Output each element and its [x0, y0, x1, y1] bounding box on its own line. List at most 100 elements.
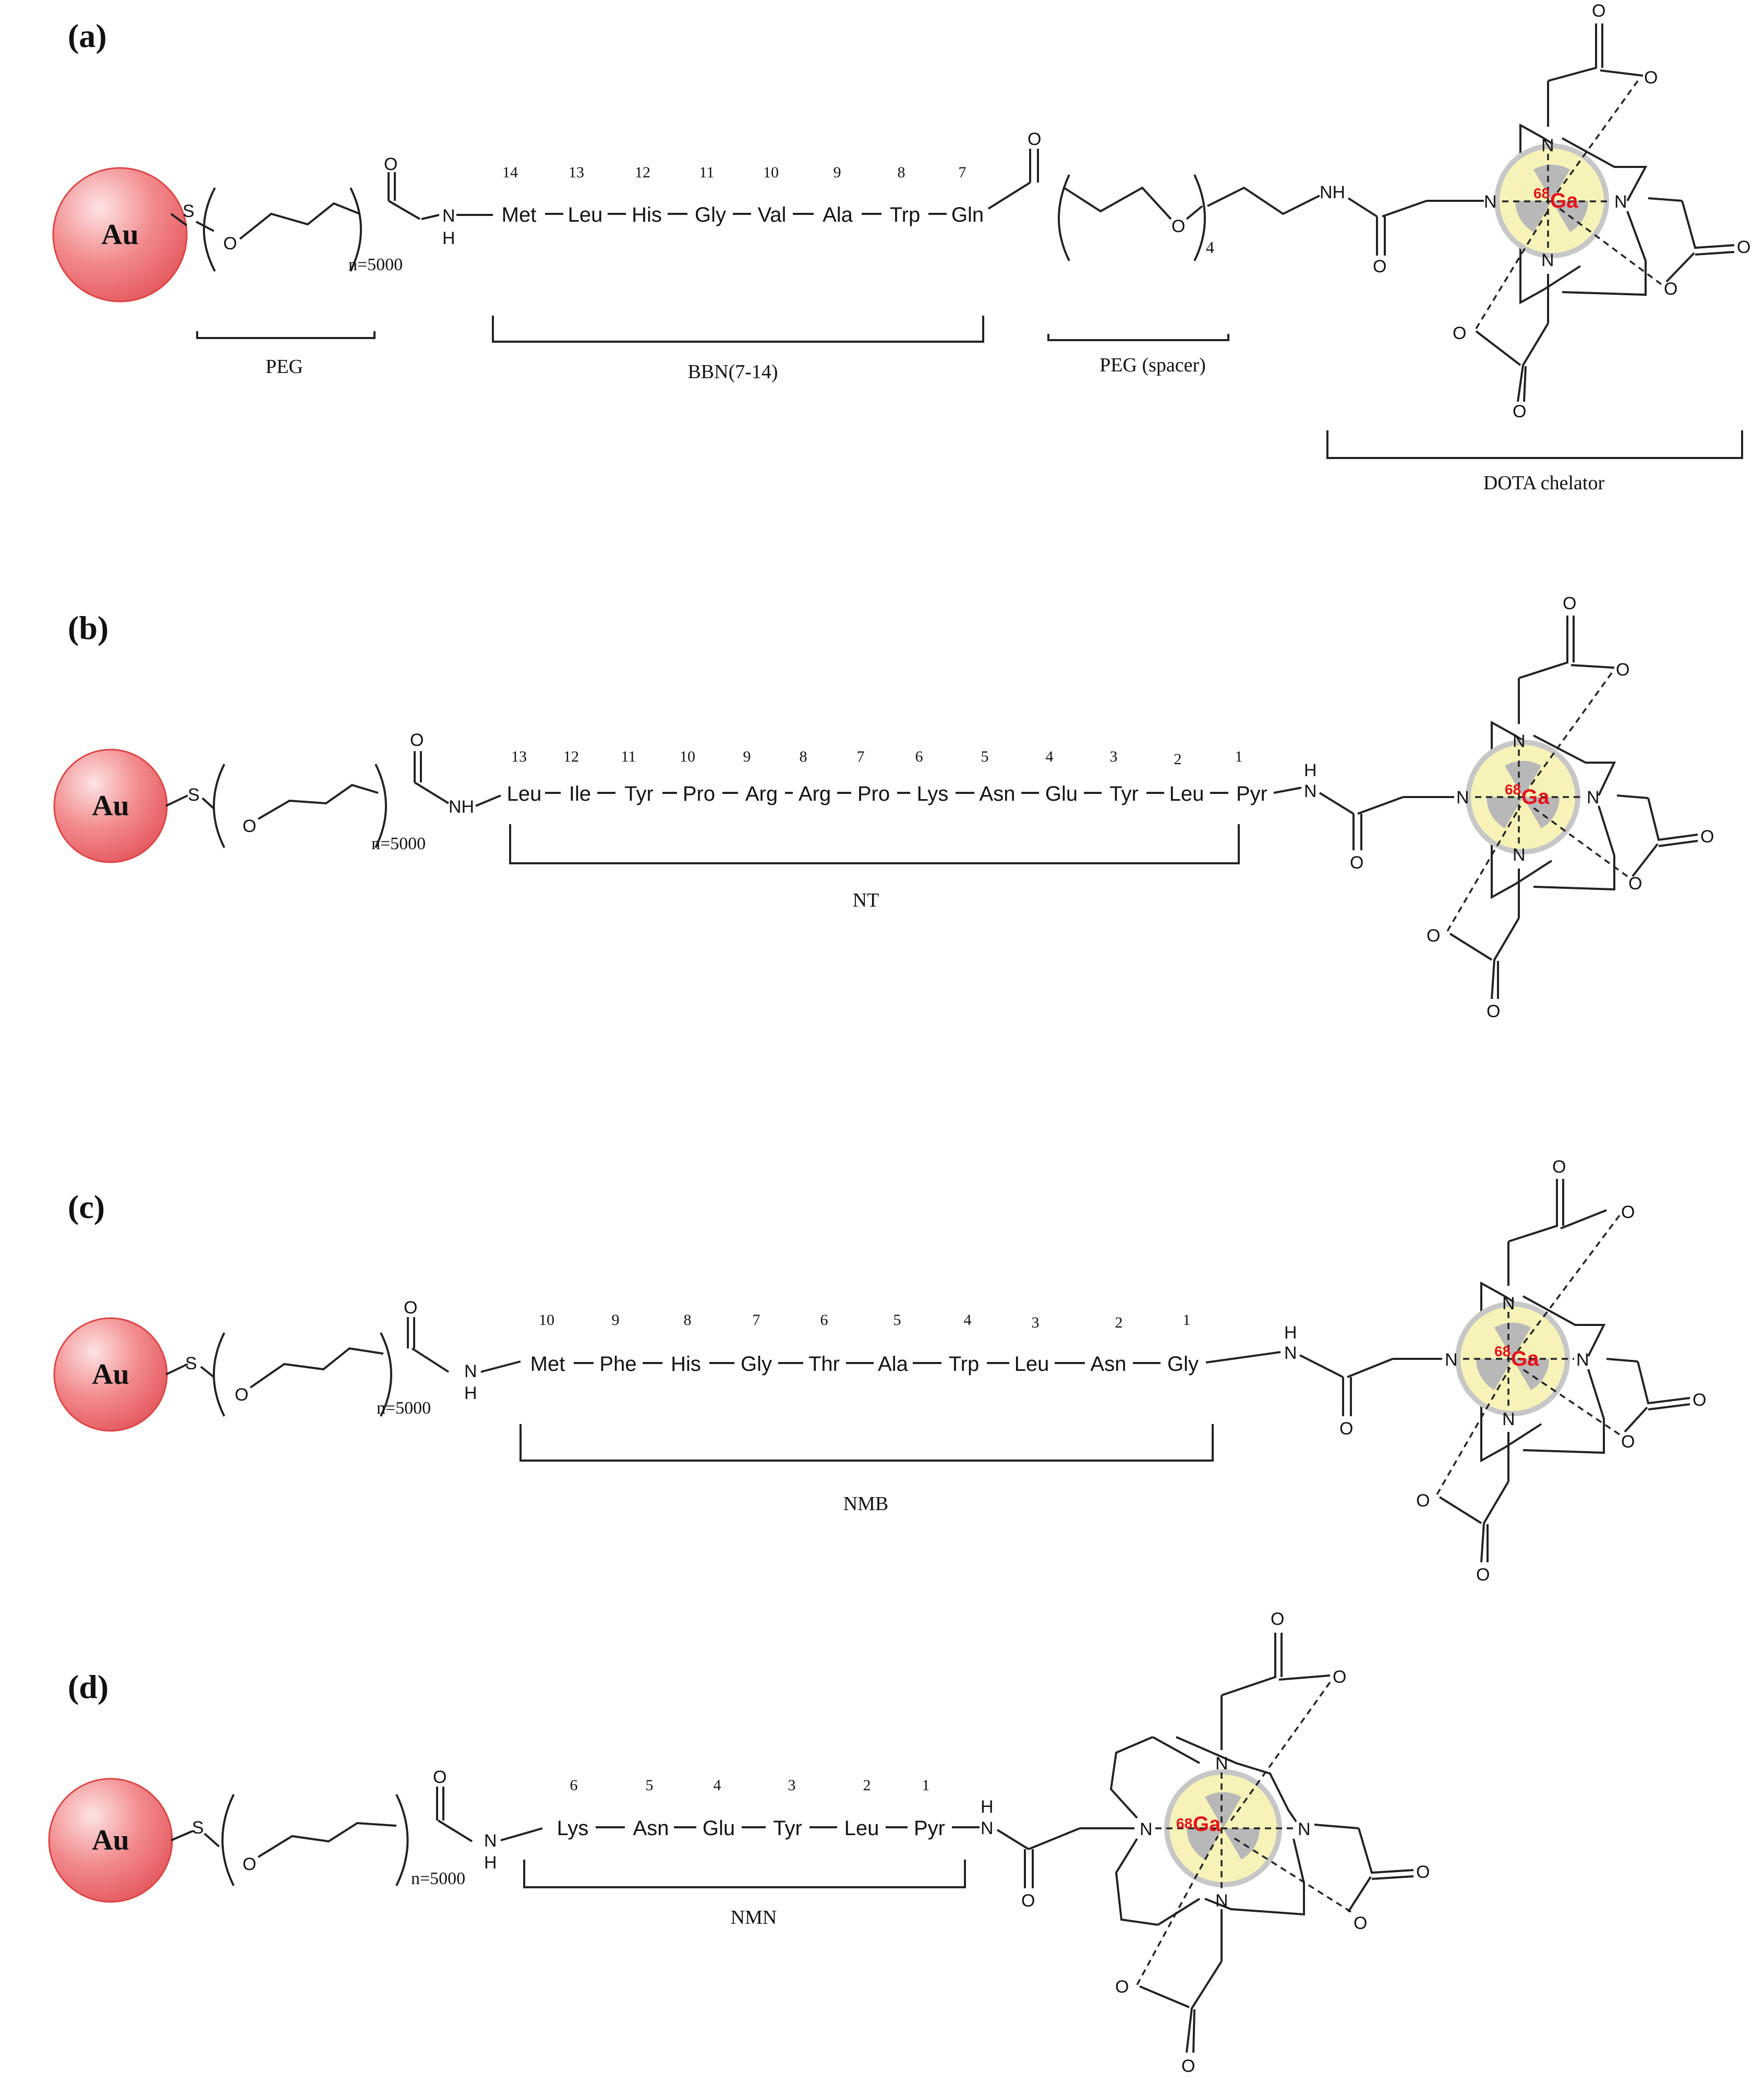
bracket-nmn: NMN	[523, 1860, 966, 1928]
residue: Ile	[569, 782, 591, 805]
amide-n: N	[464, 1361, 477, 1381]
amide-n: N	[442, 206, 455, 226]
carbonyl-oxygen: O	[404, 1298, 417, 1318]
amide-h: H	[1304, 761, 1317, 780]
residue-number: 10	[539, 1311, 554, 1329]
acid-oxygen: O	[1487, 1002, 1500, 1021]
amide-oxygen: O	[1350, 853, 1363, 873]
peg-spacer: O O 4 NH O	[987, 129, 1484, 276]
residue-number: 6	[820, 1311, 828, 1329]
residue-number: 4	[1046, 748, 1054, 765]
residue-number: 4	[714, 1777, 721, 1794]
residue: Tyr	[773, 1817, 802, 1840]
residue: Tyr	[624, 782, 654, 805]
residue-number: 13	[569, 164, 584, 181]
panel-c-label: (c)	[68, 1188, 105, 1225]
residue-number: 12	[635, 164, 650, 181]
residue: Thr	[808, 1353, 840, 1376]
dota-chelator: O O O O O O N N N N 68	[1427, 594, 1714, 1021]
peg-chain: S O n=5000 O N H	[171, 1767, 543, 1888]
peg-chain: S O n=5000 O NH	[165, 730, 501, 853]
residue-number: 4	[964, 1311, 972, 1329]
bracket-nmb: NMB	[519, 1424, 1214, 1515]
acid-oxygen: O	[1354, 1913, 1367, 1933]
nitrogen: N	[1513, 731, 1526, 751]
bracket-peg: PEG	[196, 331, 376, 378]
residue-number: 1	[922, 1777, 930, 1794]
residue: Ala	[878, 1353, 909, 1376]
residue: Trp	[890, 203, 921, 226]
residue-number: 9	[833, 164, 841, 181]
acid-oxygen: O	[1700, 827, 1714, 847]
residue: Trp	[949, 1353, 980, 1376]
radiation-trefoil	[1487, 761, 1560, 828]
amide-h: H	[981, 1797, 994, 1817]
linker: N H O	[1205, 1323, 1442, 1439]
residue: Phe	[599, 1353, 636, 1376]
residue: Asn	[980, 782, 1016, 805]
acid-oxygen: O	[1616, 660, 1629, 680]
acid-oxygen: O	[1621, 1432, 1635, 1452]
nitrogen: N	[1140, 1819, 1153, 1839]
residue: Glu	[703, 1817, 735, 1840]
bracket-label: BBN(7-14)	[687, 361, 778, 383]
oxygen-atom: O	[243, 816, 256, 836]
carbonyl-oxygen: O	[410, 730, 424, 750]
radiation-trefoil	[1187, 1792, 1260, 1860]
amide-h: H	[464, 1383, 477, 1403]
gallium-isotope: 68	[1494, 1343, 1511, 1359]
residue: Leu	[568, 203, 603, 226]
residue: Pyr	[914, 1817, 945, 1840]
sulfur-atom: S	[188, 785, 200, 805]
residue-number: 6	[915, 748, 923, 765]
linker: N H O	[1273, 761, 1454, 873]
carbonyl-oxygen: O	[1028, 129, 1041, 149]
bracket-bbn: BBN(7-14)	[492, 316, 984, 383]
peg-chain: S O n=5000 O N H	[170, 154, 493, 274]
gallium-isotope: 68	[1505, 781, 1521, 798]
bracket-dota: DOTA chelator	[1326, 430, 1743, 494]
dota-chelator: O O O O O O N N N N 68	[1416, 1157, 1706, 1585]
nitrogen: N	[1513, 845, 1526, 865]
acid-oxygen: O	[1181, 2056, 1195, 2076]
amide-n: N	[981, 1818, 994, 1838]
nitrogen: N	[1484, 192, 1497, 212]
panel-b: (b) Au S O n=5000 O NH Leu Ile Tyr Pro A…	[53, 594, 1714, 1021]
acid-oxygen: O	[1644, 68, 1658, 88]
panel-a: (a) Au S O n=5000 O N H Met Leu His	[52, 1, 1750, 494]
acid-oxygen: O	[1737, 237, 1750, 257]
residue-number: 11	[621, 748, 636, 765]
gallium-label: Ga	[1550, 189, 1578, 212]
linker: N H O	[952, 1797, 1134, 1911]
acid-oxygen: O	[1552, 1157, 1566, 1177]
residue-number: 8	[684, 1311, 692, 1329]
amide-h: H	[442, 228, 455, 248]
residue-number: 7	[857, 748, 865, 765]
residue-number: 9	[612, 1311, 620, 1329]
residue-number: 2	[1115, 1314, 1123, 1331]
residue-number: 14	[502, 164, 518, 181]
residue-number: 11	[699, 164, 715, 181]
bracket-label: NMN	[731, 1907, 777, 1928]
amide-n: N	[484, 1831, 497, 1851]
residue-number: 10	[680, 748, 695, 765]
amide-nh: NH	[449, 797, 474, 817]
residue: Met	[530, 1353, 565, 1376]
residue-number: 5	[981, 748, 989, 765]
peg-repeat: n=5000	[411, 1869, 465, 1888]
nitrogen: N	[1541, 136, 1554, 155]
nitrogen: N	[1576, 1350, 1589, 1370]
amide-h: H	[484, 1853, 497, 1873]
peptide-bbn: Met Leu His Gly Val Ala Trp Gln 14 13 12…	[502, 164, 984, 226]
peptide-nmn: Lys Asn Glu Tyr Leu Pyr 6 5 4 3 2 1	[557, 1777, 945, 1840]
residue: Asn	[1091, 1353, 1127, 1376]
acid-oxygen: O	[1271, 1609, 1284, 1629]
residue-number: 3	[788, 1777, 796, 1794]
acid-oxygen: O	[1453, 323, 1466, 343]
nitrogen: N	[1215, 1891, 1228, 1911]
peg-repeat: n=5000	[371, 834, 426, 853]
acid-oxygen: O	[1563, 594, 1576, 613]
residue: Pro	[683, 782, 715, 805]
residue: Gln	[951, 203, 984, 226]
nitrogen: N	[1445, 1350, 1458, 1370]
